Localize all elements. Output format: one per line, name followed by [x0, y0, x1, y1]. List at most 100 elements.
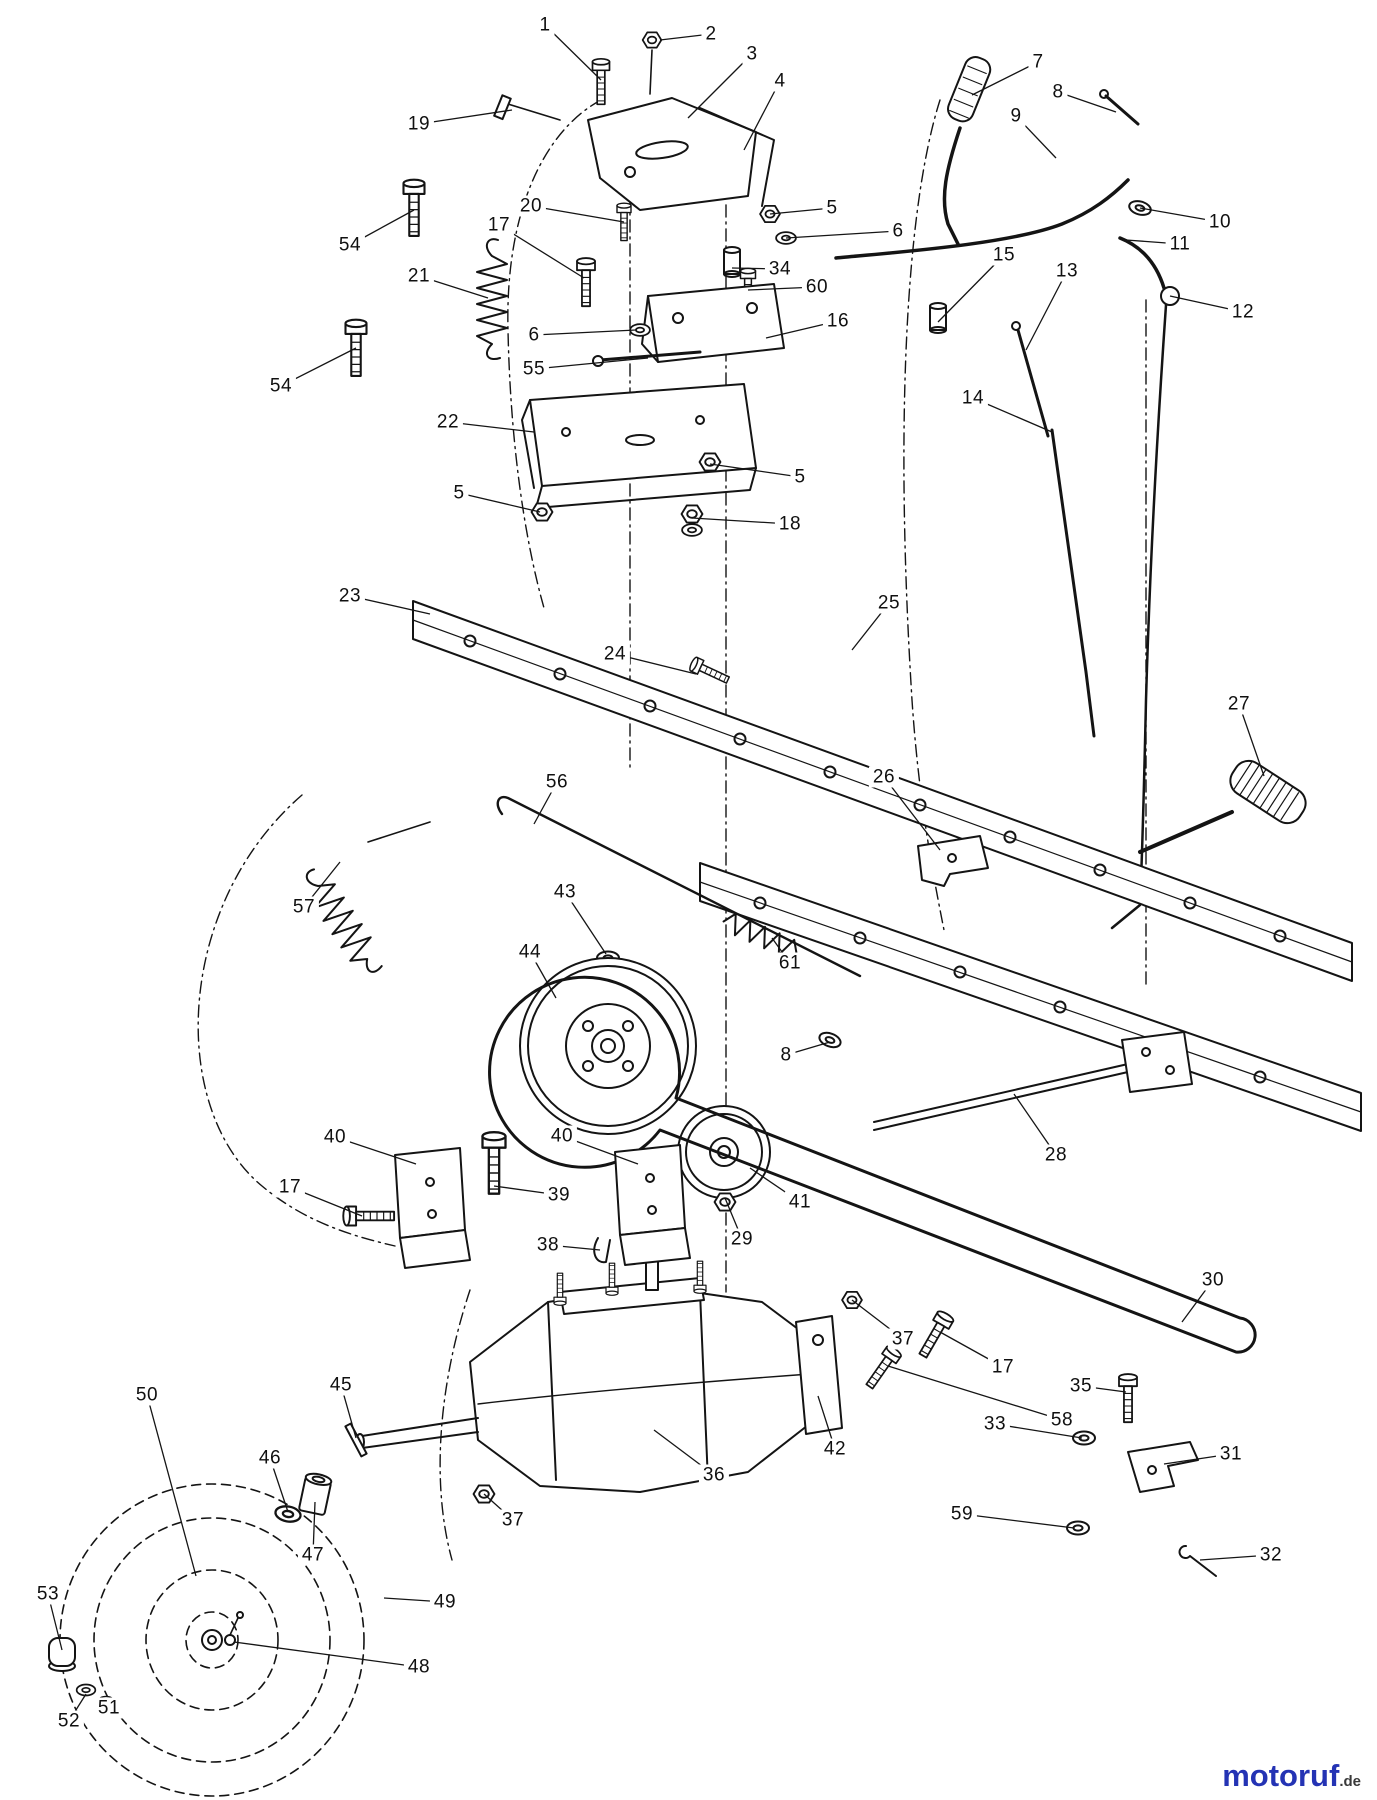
- leader-line-15: [937, 254, 1005, 323]
- callout-55: 55: [518, 358, 550, 380]
- leader-line-8: [1057, 91, 1117, 113]
- callout-5: 5: [822, 197, 842, 219]
- clutch-bracket-assembly: [493, 31, 775, 211]
- callout-25: 25: [873, 592, 905, 614]
- shift-lever-shaft: [942, 126, 962, 246]
- shift-lever-grip: [947, 56, 992, 123]
- callout-51: 51: [93, 1697, 125, 1719]
- leader-line-6: [785, 230, 899, 239]
- callout-58: 58: [1046, 1409, 1078, 1431]
- bushing-47: [298, 1472, 333, 1516]
- clutch-rod-56: [496, 795, 862, 1051]
- callout-41: 41: [784, 1191, 816, 1213]
- shift-rod-9: [834, 178, 1130, 260]
- frame-rail-rear-25: [699, 862, 1362, 1132]
- callout-54: 54: [265, 375, 297, 397]
- leader-line-26: [883, 776, 941, 851]
- control-bracket-22: [521, 383, 757, 537]
- callout-27: 27: [1223, 693, 1255, 715]
- callout-36: 36: [698, 1464, 730, 1486]
- hub-cap-53: [48, 1637, 76, 1672]
- leader-line-50: [146, 1394, 197, 1577]
- callout-37: 37: [887, 1328, 919, 1350]
- callout-24: 24: [599, 643, 631, 665]
- cotter-pin-32: [1178, 1545, 1217, 1577]
- callout-6: 6: [524, 324, 544, 346]
- leader-line-59: [961, 1513, 1075, 1529]
- callout-17: 17: [987, 1356, 1019, 1378]
- leader-line-5: [458, 492, 541, 513]
- callout-39: 39: [543, 1184, 575, 1206]
- callout-20: 20: [515, 195, 547, 217]
- axle-shaft: [361, 1417, 479, 1449]
- callout-52: 52: [53, 1710, 85, 1732]
- valve-stem-48: [224, 1611, 244, 1646]
- belt-keeper-40b: [614, 1144, 691, 1266]
- cotter-pin-8: [1104, 94, 1140, 126]
- spring-anchor-link: [367, 821, 431, 843]
- drive-belt-30: [488, 975, 1257, 1354]
- callout-49: 49: [429, 1591, 461, 1613]
- callout-19: 19: [403, 113, 435, 135]
- leader-line-58: [887, 1365, 1063, 1421]
- callout-60: 60: [801, 276, 833, 298]
- callout-5: 5: [449, 482, 469, 504]
- leader-line-13: [1025, 270, 1068, 351]
- callout-28: 28: [1040, 1144, 1072, 1166]
- callout-43: 43: [549, 881, 581, 903]
- pedal-shaft: [1138, 810, 1234, 854]
- engine-pulley-44: [519, 950, 697, 1135]
- callout-53: 53: [32, 1583, 64, 1605]
- rear-bracket-26: [917, 835, 989, 887]
- callout-8: 8: [776, 1044, 796, 1066]
- callout-33: 33: [979, 1413, 1011, 1435]
- callout-1: 1: [535, 14, 555, 36]
- callout-57: 57: [288, 896, 320, 918]
- callout-7: 7: [1028, 51, 1048, 73]
- belt-keeper-40a: [394, 1147, 471, 1269]
- callout-16: 16: [822, 310, 854, 332]
- callout-23: 23: [334, 585, 366, 607]
- callout-47: 47: [297, 1544, 329, 1566]
- brake-bracket-31: [1127, 1441, 1199, 1493]
- leader-line-27: [1238, 703, 1265, 777]
- callout-56: 56: [541, 771, 573, 793]
- callout-35: 35: [1065, 1375, 1097, 1397]
- shift-lever-group: [834, 56, 1180, 930]
- callout-59: 59: [946, 1503, 978, 1525]
- frame-rail-front-23: [412, 600, 1353, 982]
- spacer-15: [929, 302, 947, 334]
- callout-9: 9: [1006, 105, 1026, 127]
- callout-45: 45: [325, 1374, 357, 1396]
- callout-29: 29: [726, 1228, 758, 1250]
- leader-line-19: [418, 109, 513, 125]
- idler-mounting-plate-16: [592, 204, 797, 367]
- callout-17: 17: [274, 1176, 306, 1198]
- cable-ferrule: [493, 94, 512, 121]
- rod-14: [1050, 428, 1096, 738]
- idler-pulley-41: [677, 1105, 771, 1212]
- callout-40: 40: [319, 1126, 351, 1148]
- callout-17: 17: [483, 214, 515, 236]
- callout-44: 44: [514, 941, 546, 963]
- callout-12: 12: [1227, 301, 1259, 323]
- logo[interactable]: motoruf.de: [1222, 1758, 1361, 1794]
- callout-46: 46: [254, 1447, 286, 1469]
- link-rod-11: [1118, 236, 1166, 290]
- callout-6: 6: [888, 220, 908, 242]
- callout-4: 4: [770, 70, 790, 92]
- leader-line-4: [743, 80, 781, 151]
- callout-50: 50: [131, 1384, 163, 1406]
- callout-18: 18: [774, 513, 806, 535]
- callout-5: 5: [790, 466, 810, 488]
- callout-48: 48: [403, 1656, 435, 1678]
- logo-tld: .de: [1339, 1773, 1361, 1790]
- leader-line-6: [533, 329, 637, 336]
- logo-wordmark: motoruf: [1222, 1758, 1340, 1793]
- callout-30: 30: [1197, 1269, 1229, 1291]
- leader-line-5: [769, 207, 833, 215]
- clutch-pin-55: [598, 350, 702, 362]
- belt-guide-clip-38: [593, 1237, 611, 1264]
